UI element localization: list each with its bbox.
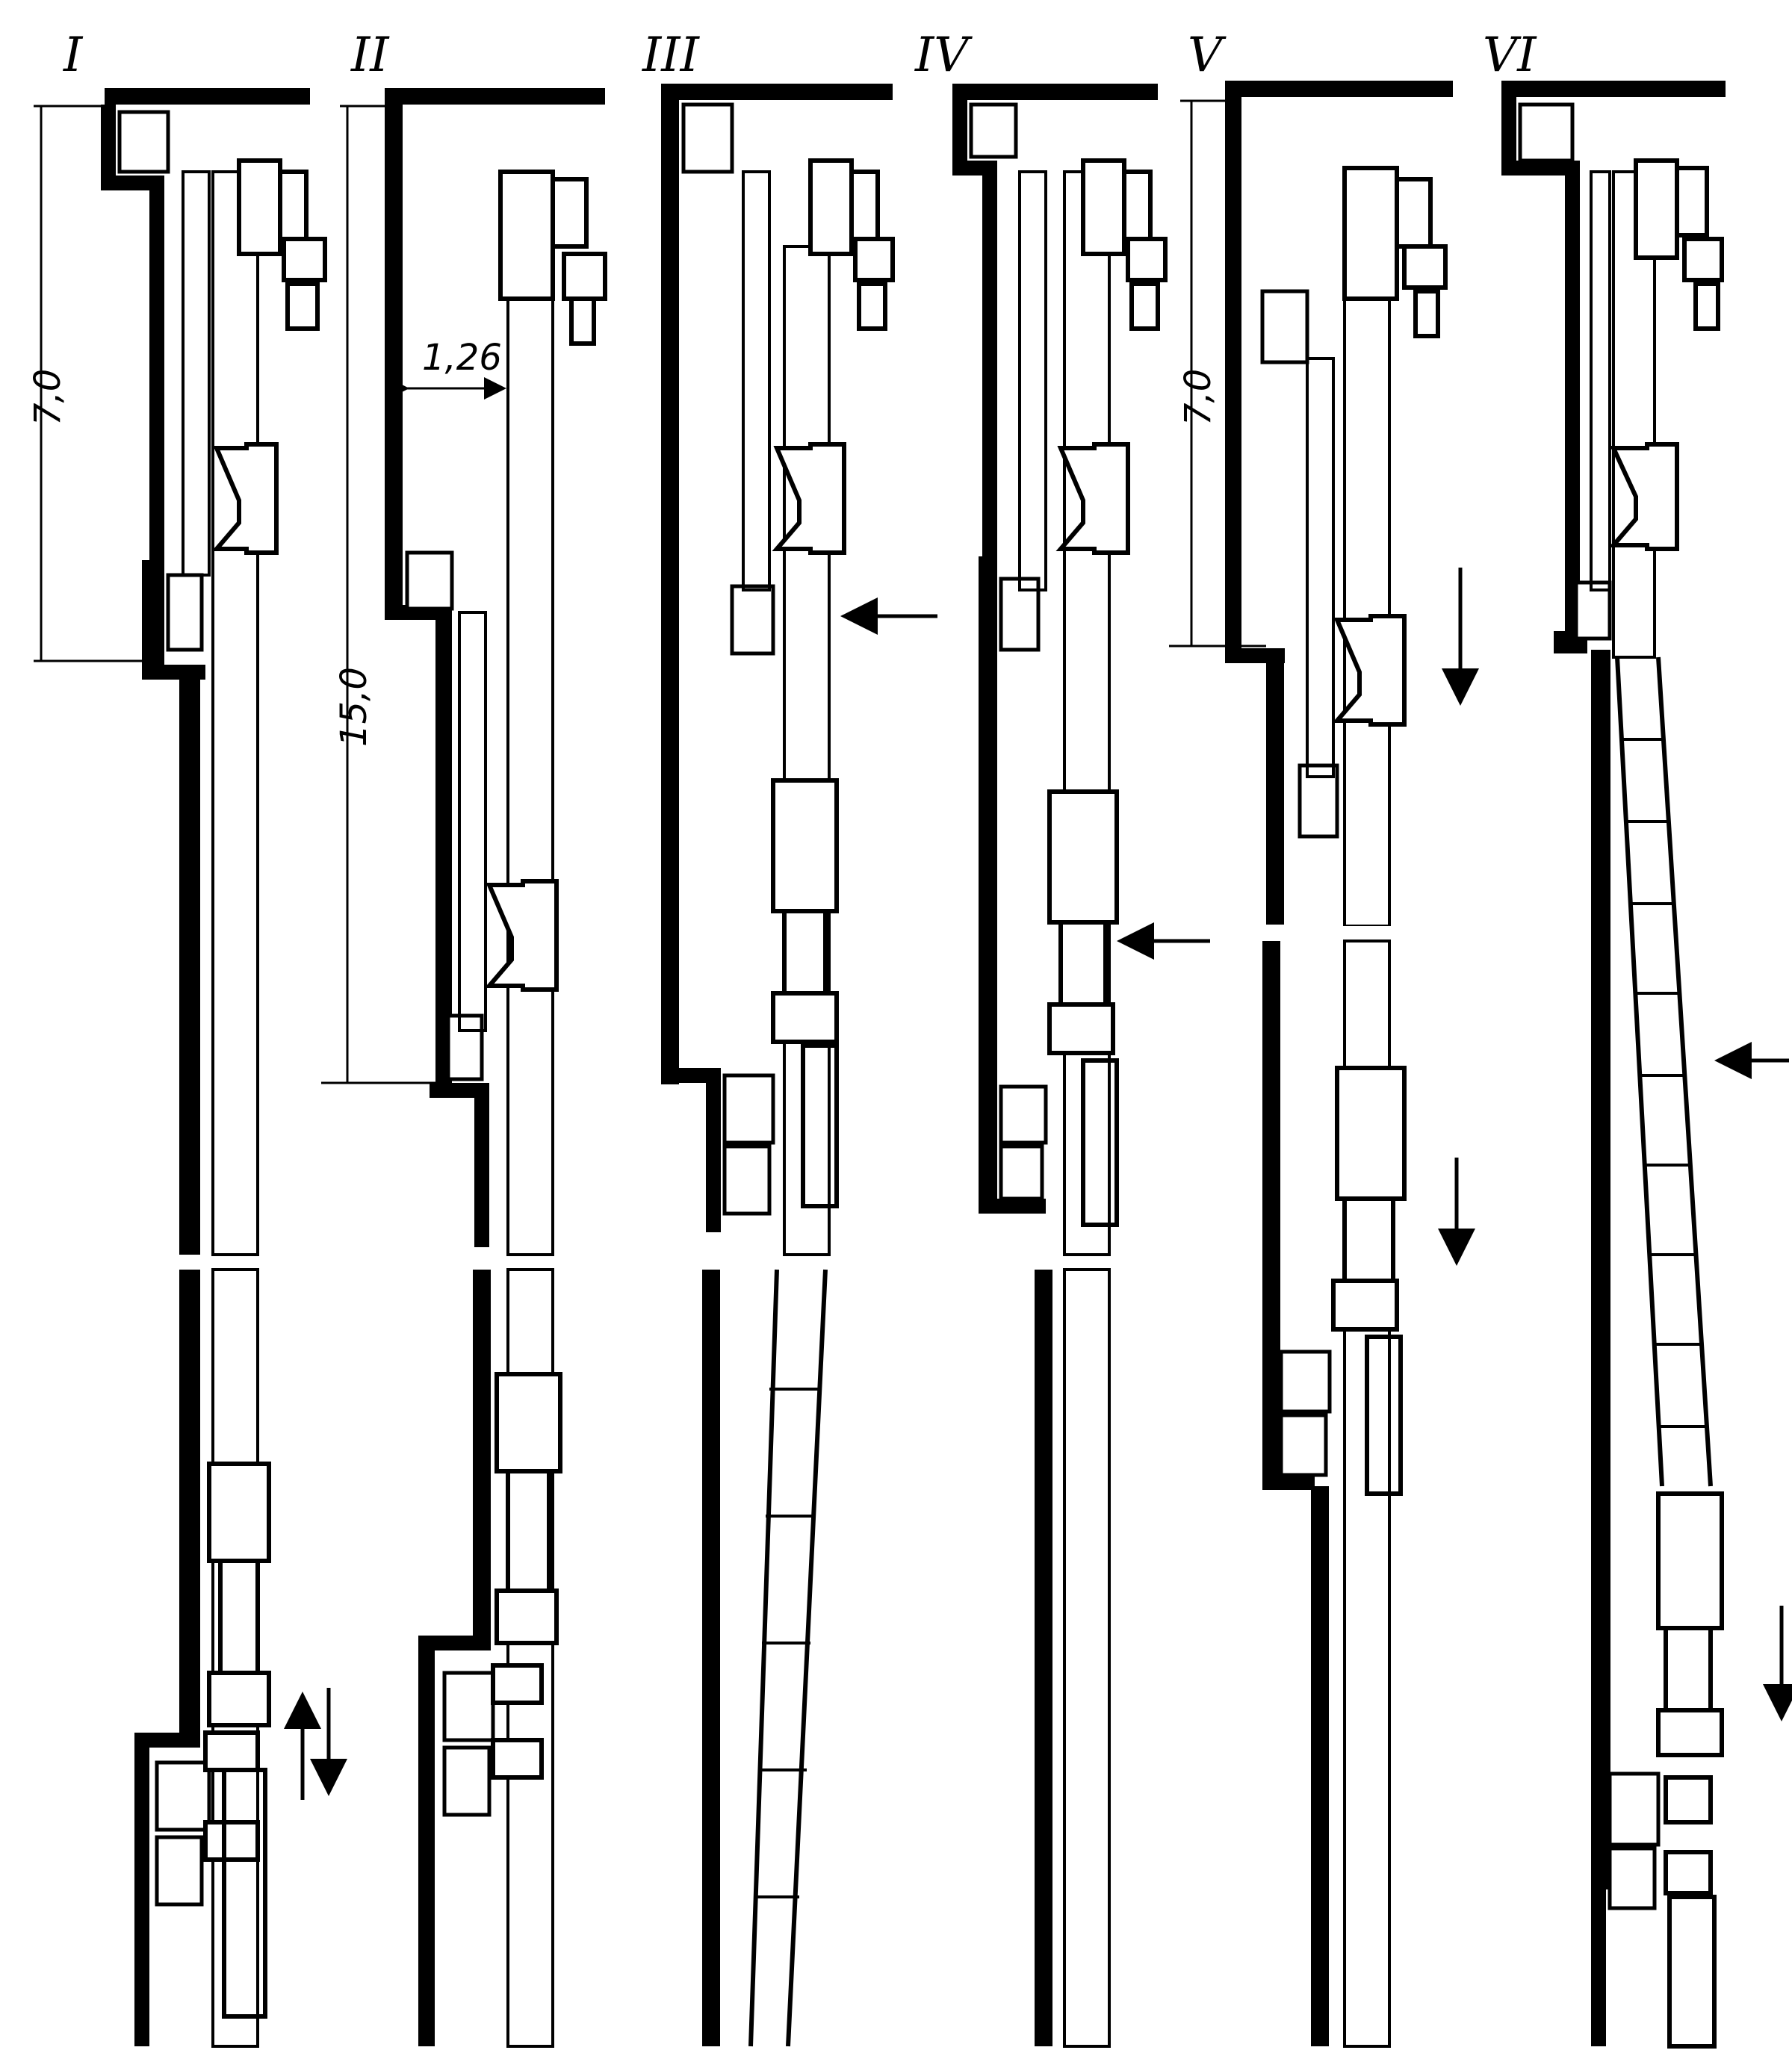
- panel-6: [1501, 81, 1792, 2049]
- form-block: [117, 110, 170, 174]
- form-block: [166, 573, 204, 652]
- dimension-label: 7,0: [1177, 369, 1219, 426]
- winch: [498, 170, 555, 301]
- panel-label-4: IV: [914, 28, 973, 83]
- panel-label-2: II: [350, 28, 390, 83]
- panel-label-1: I: [63, 28, 84, 83]
- bucket: [207, 1462, 271, 1563]
- form-block: [155, 1835, 204, 1907]
- panel-label-5: V: [1188, 28, 1227, 83]
- panel-label-3: III: [642, 28, 701, 83]
- panel-5: 7,0: [1169, 81, 1479, 2048]
- dimension-label: 7,0: [27, 369, 69, 426]
- panel-3: [661, 84, 937, 2047]
- panel-1: 7,0: [27, 88, 347, 2048]
- dimension-label: 15,0: [333, 667, 375, 747]
- panel-4: [952, 84, 1210, 2048]
- cradle: [211, 442, 279, 555]
- shaft-column: [211, 170, 259, 1256]
- winch: [237, 158, 282, 256]
- panel-label-6: VI: [1483, 28, 1537, 83]
- top-beam: [105, 88, 310, 105]
- dimension-label: 1,26: [422, 337, 502, 379]
- form-block: [155, 1760, 211, 1832]
- break-lines: [172, 926, 1397, 1268]
- panel-2: 15,0 1,26: [321, 88, 607, 2048]
